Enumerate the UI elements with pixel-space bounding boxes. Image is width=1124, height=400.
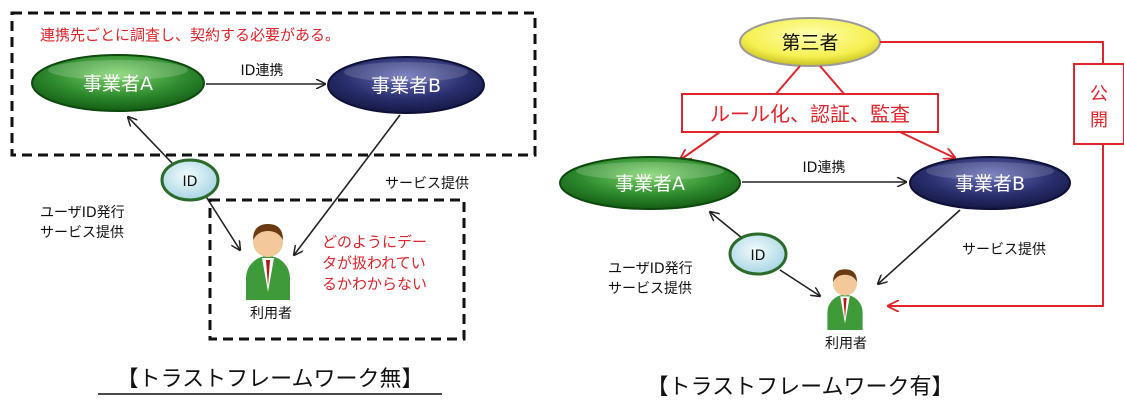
left-id-bubble: ID [160, 158, 220, 202]
left-contract-note: 連携先ごとに調査し、契約する必要がある。 [40, 26, 340, 44]
left-user-box [208, 198, 466, 341]
right-a-to-id-arrow [710, 212, 743, 239]
right-service-arrow [878, 209, 961, 284]
left-entity-a: 事業者A [31, 54, 205, 112]
left-user-label: 利用者 [250, 306, 292, 322]
right-user-id-issue-line1: ユーザID発行 [608, 261, 693, 277]
left-diagram: 連携先ごとに調査し、契約する必要がある。 事業者A 事業者B ID連携 ID ユ… [10, 11, 537, 395]
right-id-bubble: ID [728, 232, 788, 276]
left-service-label: サービス提供 [385, 176, 469, 192]
right-third-party-label: 第三者 [781, 32, 838, 54]
right-entity-b-label: 事業者B [955, 173, 1025, 195]
right-id-to-user-arrow [779, 269, 820, 296]
right-id-bubble-label: ID [751, 248, 766, 264]
left-user-id-issue-line1: ユーザID発行 [40, 205, 125, 221]
right-user-id-issue-line2: サービス提供 [608, 281, 692, 297]
right-disclosure-line [880, 41, 1104, 306]
right-disclosure-line2: 開 [1090, 110, 1108, 131]
right-third-to-rules-left [774, 65, 801, 96]
right-rules-label: ルール化、認証、監査 [710, 102, 910, 126]
left-caption: 【トラストフレームワーク無】 [117, 367, 424, 392]
left-id-link-label: ID連携 [241, 63, 284, 79]
right-entity-a: 事業者A [559, 156, 741, 210]
right-third-party: 第三者 [739, 17, 881, 67]
right-third-to-rules-right [819, 65, 846, 96]
right-entity-b: 事業者B [909, 156, 1071, 210]
left-warning-line3: るかわからない [322, 275, 427, 293]
right-user-label: 利用者 [825, 336, 867, 352]
left-user-id-issue-line2: サービス提供 [40, 225, 124, 241]
left-user-icon [246, 224, 290, 300]
right-rules-to-b-arrow [899, 131, 955, 158]
left-service-arrow [294, 114, 401, 255]
left-id-to-user-arrow [204, 194, 240, 250]
right-rules-to-a-arrow [680, 131, 721, 160]
right-entity-a-label: 事業者A [615, 173, 685, 195]
left-warning-line2: タが扱われてい [322, 254, 426, 272]
right-caption: 【トラストフレームワーク有】 [647, 375, 954, 400]
right-disclosure-box [1073, 63, 1124, 145]
right-diagram: 第三者 ルール化、認証、監査 公 開 事業者A 事業者B ID連携 [559, 17, 1124, 400]
left-entity-b-label: 事業者B [371, 75, 441, 97]
left-a-to-id-arrow [128, 117, 173, 164]
left-contract-box [10, 11, 537, 157]
right-service-label: サービス提供 [962, 242, 1046, 258]
left-entity-b: 事業者B [327, 56, 485, 114]
left-warning-line1: どのようにデー [322, 233, 427, 251]
right-rules-box [681, 93, 939, 133]
left-id-bubble-label: ID [183, 174, 198, 190]
right-id-link-label: ID連携 [803, 160, 846, 176]
right-user-icon [827, 269, 863, 330]
right-disclosure-line1: 公 [1090, 84, 1108, 105]
left-entity-a-label: 事業者A [83, 73, 153, 95]
